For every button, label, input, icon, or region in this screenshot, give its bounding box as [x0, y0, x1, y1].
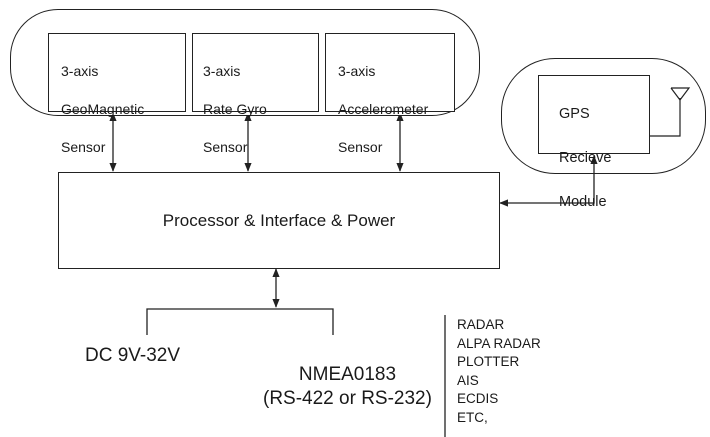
processor-label: Processor & Interface & Power	[162, 211, 396, 230]
sensor-label-line1: 3-axis	[61, 63, 99, 79]
sensor-label-line2: GeoMagnetic	[61, 101, 145, 117]
bus-bracket	[146, 308, 334, 335]
gps-group-container	[501, 58, 706, 174]
nmea-label-line2: (RS-422 or RS-232)	[263, 388, 432, 409]
sensor-label-line2: Accelerometer	[338, 101, 429, 117]
power-label: DC 9V-32V	[85, 345, 181, 366]
device-item-radar: RADAR	[457, 317, 505, 332]
device-item-ais: AIS	[457, 372, 479, 388]
gps-label-line3: Module	[559, 194, 607, 210]
sensor-label-line2: Rate Gyro	[203, 101, 267, 117]
processor-box: Processor & Interface & Power	[58, 172, 500, 269]
sensor-label-line3: Sensor	[338, 139, 383, 155]
accelerometer-sensor-box: 3-axis Accelerometer Sensor	[325, 33, 455, 155]
rate-gyro-sensor-box: 3-axis Rate Gyro Sensor	[192, 33, 319, 155]
sensor-label-line1: 3-axis	[203, 63, 241, 79]
sensor-label-line1: 3-axis	[338, 63, 376, 79]
arrow-gps-processor	[499, 155, 598, 207]
device-item-alpa-radar: ALPA RADAR	[457, 335, 541, 351]
geomagnetic-sensor-box: 3-axis GeoMagnetic Sensor	[48, 33, 186, 155]
gps-module-box: GPS Recieve Module	[538, 75, 650, 210]
device-item-ecdis: ECDIS	[457, 391, 499, 406]
nmea-label: NMEA0183 (RS-422 or RS-232)	[263, 363, 432, 411]
sensor-label-line3: Sensor	[203, 139, 248, 155]
device-item-plotter: PLOTTER	[457, 354, 520, 369]
nmea-label-line1: NMEA0183	[298, 364, 397, 385]
device-item-etc: ETC,	[457, 409, 488, 425]
sensor-label-line3: Sensor	[61, 139, 106, 155]
gps-label-line2: Recieve	[559, 150, 612, 166]
gps-label-line1: GPS	[559, 106, 590, 122]
device-list: RADAR ALPA RADAR PLOTTER AIS ECDIS ETC,	[457, 316, 541, 427]
